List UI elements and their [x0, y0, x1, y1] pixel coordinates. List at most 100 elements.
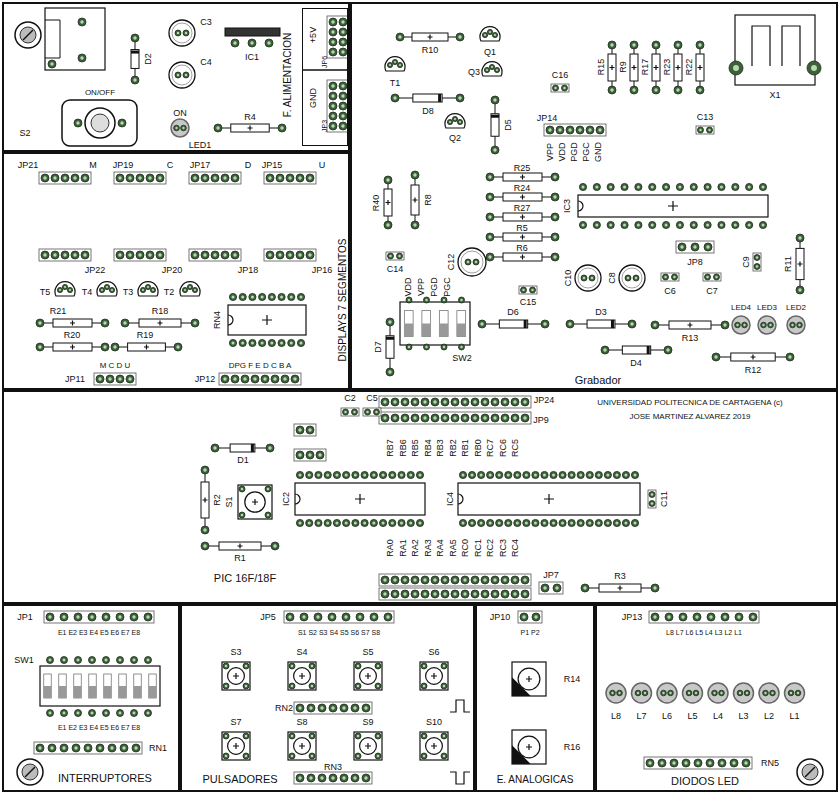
- pad-hole: [588, 128, 591, 131]
- pad: [249, 293, 256, 300]
- silk-label: VPP: [546, 143, 555, 161]
- pad-hole: [568, 322, 571, 325]
- silk-label: L7: [636, 712, 646, 721]
- pad-hole: [311, 735, 314, 738]
- pad-hole: [597, 473, 600, 476]
- resistor-symbol: [219, 542, 261, 550]
- pad: [384, 221, 392, 229]
- pad-hole: [138, 253, 141, 256]
- pad: [392, 59, 397, 64]
- pad-hole: [443, 400, 446, 403]
- pad: [48, 744, 56, 752]
- pad-hole: [291, 755, 294, 758]
- pad: [613, 471, 620, 478]
- pad-hole: [118, 176, 121, 179]
- pad-hole: [119, 659, 122, 662]
- pad: [108, 744, 116, 752]
- silk-label: R9: [619, 61, 628, 73]
- silk-label: R16: [564, 743, 581, 752]
- pad: [652, 41, 660, 49]
- silk-label: R5: [516, 224, 528, 233]
- diode-symbol: [413, 94, 442, 102]
- pad-hole: [443, 665, 446, 668]
- pad: [486, 193, 494, 201]
- pad-hole: [423, 578, 426, 581]
- pad: [259, 293, 266, 300]
- pad: [421, 576, 429, 584]
- pad: [693, 690, 699, 696]
- silk-label: R12: [745, 366, 762, 375]
- pad: [136, 251, 144, 259]
- pad: [398, 471, 405, 478]
- pad: [694, 759, 702, 767]
- pad: [421, 663, 427, 669]
- pad: [604, 471, 611, 478]
- pad: [691, 243, 699, 251]
- pad-hole: [583, 277, 586, 280]
- pad: [381, 398, 389, 406]
- pad: [307, 704, 315, 712]
- silk-label: JP16: [312, 266, 333, 275]
- pad-hole: [513, 592, 516, 595]
- pad-hole: [488, 255, 491, 258]
- pad: [481, 398, 489, 406]
- pad-hole: [76, 615, 79, 618]
- section-title: Grabador: [575, 375, 621, 386]
- pulse-symbol: [450, 772, 470, 784]
- pad: [229, 293, 236, 300]
- pad: [96, 744, 104, 752]
- pad-hole: [74, 746, 77, 749]
- silk-label: JP11: [65, 375, 85, 384]
- silk-label: R15: [597, 59, 606, 76]
- capacitor-symbol: [363, 408, 381, 416]
- pad: [265, 39, 273, 47]
- plus-mark: [252, 499, 258, 505]
- pad-hole: [693, 245, 696, 248]
- pad: [289, 683, 295, 689]
- pad: [586, 471, 593, 478]
- pad-hole: [377, 685, 380, 688]
- pad-hole: [483, 592, 486, 595]
- switch-symbol: [62, 100, 137, 146]
- pad: [471, 398, 479, 406]
- pad: [389, 519, 396, 526]
- pad-hole: [267, 41, 270, 44]
- pad-hole: [394, 61, 396, 63]
- pad-hole: [720, 692, 722, 694]
- pad: [407, 471, 414, 478]
- pad: [271, 375, 279, 383]
- pad-hole: [203, 544, 206, 547]
- silk-label: RA3: [423, 539, 432, 557]
- pad: [175, 72, 181, 78]
- pad: [492, 32, 497, 37]
- pad-hole: [213, 446, 216, 449]
- ic-body: [578, 195, 768, 217]
- pad-hole: [651, 502, 654, 505]
- pad-hole: [433, 416, 436, 419]
- led-symbol: [787, 316, 805, 334]
- pad: [532, 613, 540, 621]
- pad-hole: [651, 223, 654, 226]
- pad-hole: [498, 521, 501, 524]
- transistor-symbol: [138, 282, 158, 296]
- pad-hole: [715, 276, 718, 279]
- pad: [333, 471, 340, 478]
- pad: [389, 471, 396, 478]
- pad: [795, 690, 801, 696]
- plus-mark: [610, 65, 615, 70]
- pad-hole: [751, 615, 754, 618]
- pad: [370, 471, 377, 478]
- silk-label: C3: [200, 18, 212, 27]
- pad: [649, 501, 655, 507]
- silk-label: JP18: [238, 266, 259, 275]
- pad: [104, 284, 109, 289]
- pad-hole: [635, 277, 638, 280]
- pad-hole: [473, 578, 476, 581]
- pad: [278, 293, 285, 300]
- pad: [424, 297, 430, 303]
- silk-label: VDD: [558, 142, 567, 161]
- silk-label: L5: [687, 712, 697, 721]
- pad-hole: [309, 706, 312, 709]
- led-symbol: [758, 316, 776, 334]
- pad: [36, 343, 44, 351]
